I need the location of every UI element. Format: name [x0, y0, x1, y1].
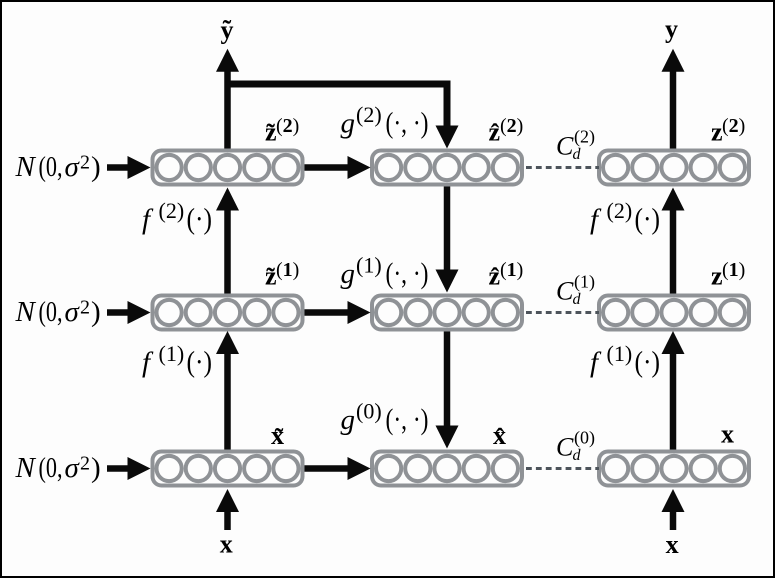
svg-text:ˆ: ˆ	[491, 119, 500, 148]
svg-text:˜: ˜	[266, 263, 275, 292]
svg-text:z: z	[265, 118, 277, 147]
svg-text:σ: σ	[65, 296, 81, 328]
svg-text:x: x	[220, 530, 233, 559]
svg-text:C: C	[556, 433, 574, 462]
svg-text:(·, ·): (·, ·)	[386, 107, 429, 140]
svg-text:C: C	[556, 276, 574, 305]
svg-text:z: z	[265, 261, 277, 290]
svg-text:z: z	[489, 118, 501, 147]
svg-text:C: C	[556, 132, 574, 161]
svg-text:2: 2	[80, 296, 90, 318]
svg-text:x: x	[721, 420, 734, 449]
svg-text:x: x	[493, 421, 506, 450]
svg-text:z: z	[711, 118, 723, 147]
svg-text:N: N	[15, 296, 37, 328]
svg-text:d: d	[573, 447, 582, 464]
svg-text:σ: σ	[65, 151, 81, 183]
svg-text:(1): (1)	[500, 259, 523, 281]
svg-text:(1): (1)	[159, 341, 185, 366]
svg-text:(0,: (0,	[39, 151, 63, 183]
svg-text:x: x	[666, 530, 679, 559]
svg-text:N: N	[15, 452, 37, 484]
svg-text:σ: σ	[65, 452, 81, 484]
svg-text:(·): (·)	[635, 203, 661, 236]
svg-text:2: 2	[80, 452, 90, 474]
svg-text:(2): (2)	[500, 115, 523, 137]
svg-text:d: d	[573, 146, 582, 163]
svg-text:(2): (2)	[276, 115, 299, 137]
svg-text:(·, ·): (·, ·)	[386, 403, 429, 436]
svg-text:(1): (1)	[356, 253, 382, 278]
svg-text:(2): (2)	[722, 115, 745, 137]
svg-text:(1): (1)	[276, 259, 299, 281]
svg-text:(0): (0)	[574, 428, 595, 449]
svg-text:(·, ·): (·, ·)	[386, 257, 429, 290]
svg-text:(·): (·)	[635, 346, 661, 379]
svg-text:N: N	[15, 151, 37, 183]
svg-text:˜: ˜	[275, 423, 284, 452]
svg-text:(2): (2)	[159, 198, 185, 223]
svg-text:): )	[91, 452, 101, 484]
svg-text:(0,: (0,	[39, 452, 63, 484]
svg-text:(·): (·)	[187, 203, 213, 236]
svg-text:(2): (2)	[607, 198, 633, 223]
svg-text:g: g	[341, 258, 356, 290]
svg-text:z: z	[489, 261, 501, 290]
svg-text:x: x	[271, 421, 284, 450]
svg-text:y: y	[665, 14, 678, 43]
svg-text:g: g	[341, 404, 356, 436]
svg-text:2: 2	[80, 152, 90, 174]
svg-text:(1): (1)	[574, 272, 595, 293]
svg-text:˜: ˜	[266, 119, 275, 148]
svg-text:d: d	[573, 291, 582, 308]
svg-text:z: z	[711, 261, 723, 290]
svg-text:(1): (1)	[722, 259, 745, 281]
svg-text:(2): (2)	[574, 127, 595, 148]
svg-text:(·): (·)	[187, 346, 213, 379]
svg-text:(0,: (0,	[39, 296, 63, 328]
svg-text:(0): (0)	[356, 399, 382, 424]
svg-text:ˆ: ˆ	[491, 263, 500, 292]
svg-text:g: g	[341, 108, 356, 140]
svg-text:ˆ: ˆ	[496, 423, 505, 452]
svg-text:): )	[91, 296, 101, 328]
svg-text:): )	[91, 151, 101, 183]
svg-text:ỹ: ỹ	[221, 16, 234, 45]
svg-text:(2): (2)	[356, 102, 382, 127]
svg-text:(1): (1)	[607, 341, 633, 366]
